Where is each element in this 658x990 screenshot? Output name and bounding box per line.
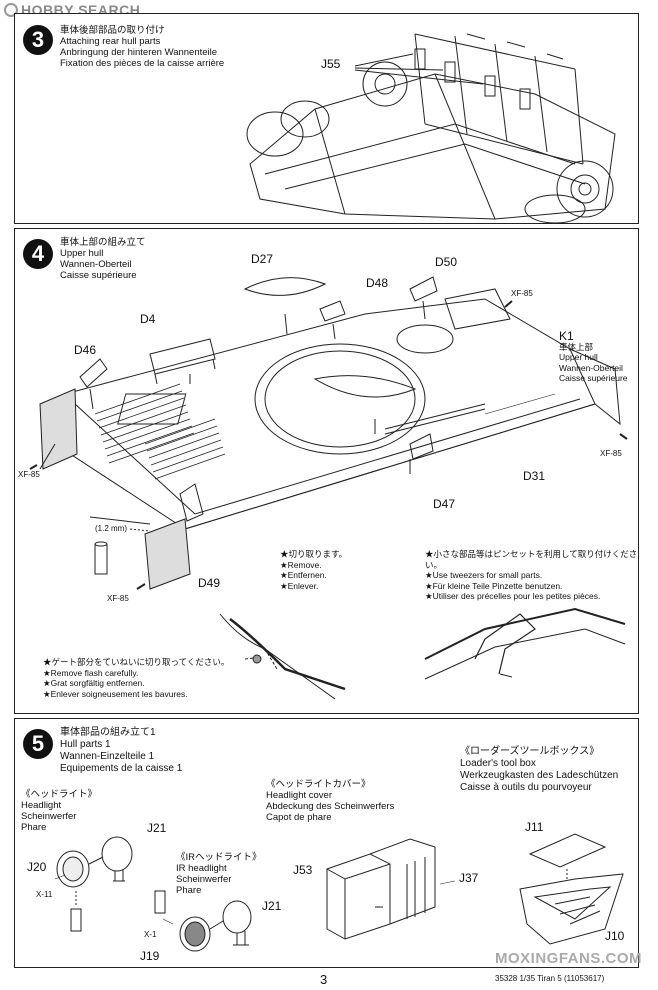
step-5-number: 5 (23, 729, 53, 759)
k1-label-jp: 車体上部 (559, 341, 594, 352)
step-4-panel: 4 車体上部の組み立て Upper hull Wannen-Oberteil C… (14, 228, 639, 714)
ir-headlight-jp: 《IRヘッドライト》 (176, 852, 262, 863)
note-remove-fr: ★Enlever. (280, 580, 319, 591)
headlight-de: Scheinwerfer (21, 811, 77, 822)
part-label-j21-a: J21 (147, 821, 167, 835)
headlight-cover-de: Abdeckung des Scheinwerfers (266, 801, 395, 812)
part-label-d46: D46 (74, 343, 97, 357)
note-tweezers-en: ★Use tweezers for small parts. (425, 570, 543, 580)
step-5-title-jp: 車体部品の組み立て1 (60, 727, 156, 738)
step-4-title-fr: Caisse supérieure (60, 270, 137, 281)
part-label-d50: D50 (435, 255, 458, 269)
k1-label-de: Wannen-Oberteil (559, 362, 623, 373)
measure-value: 1.2 mm (97, 524, 125, 533)
headlight-fr: Phare (21, 822, 47, 833)
step-5-heading: 車体部品の組み立て1 Hull parts 1 Wannen-Einzeltei… (60, 727, 182, 775)
note-flash-jp: ★ゲート部分をていねいに切り取ってください。 (43, 657, 230, 667)
paint-xf85-b: XF-85 (18, 470, 40, 479)
step-3-title-en: Attaching rear hull parts (60, 36, 161, 47)
part-label-j11: J11 (525, 820, 544, 834)
step-4-title-en: Upper hull (60, 248, 104, 259)
part-label-j19: J19 (140, 949, 160, 963)
k1-label-en: Upper hull (559, 352, 598, 362)
headlight-cover-heading: 《ヘッドライトカバー》 Headlight cover Abdeckung de… (266, 779, 394, 823)
note-flash-fr: ★Enlever soigneusement les bavures. (43, 688, 188, 699)
part-label-j10: J10 (605, 929, 625, 943)
part-label-d4: D4 (140, 312, 156, 326)
headlight-cover-en: Headlight cover (266, 790, 333, 801)
loader-box-jp: 《ローダーズツールボックス》 (460, 746, 600, 757)
measure-label: (1.2 mm) (95, 524, 128, 533)
headlight-cover-fr: Capot de phare (266, 812, 332, 823)
ir-headlight-heading: 《IRヘッドライト》 IR headlight Scheinwerfer Pha… (176, 852, 262, 896)
step-5-title-fr: Equipements de la caisse 1 (60, 763, 183, 774)
note-flash: ★ゲート部分をていねいに切り取ってください。 ★Remove flash car… (43, 657, 229, 699)
paint-xf85-d: XF-85 (107, 594, 129, 603)
k1-label-fr: Caisse supérieure (559, 373, 628, 383)
headlight-heading: 《ヘッドライト》 Headlight Scheinwerfer Phare (21, 789, 97, 833)
loader-box-heading: 《ローダーズツールボックス》 Loader's tool box Werkzeu… (460, 746, 618, 794)
part-label-j53: J53 (293, 863, 313, 877)
hull-parts-drawing (54, 833, 624, 952)
ir-headlight-de: Scheinwerfer (176, 874, 232, 885)
step-3-title-fr: Fixation des pièces de la caisse arrière (60, 58, 225, 69)
note-tweezers-jp: ★小さな部品等はピンセットを利用して取り付けください。 (425, 549, 638, 570)
step-3-number: 3 (23, 25, 53, 55)
k1-callout: K1 車体上部 Upper hull Wannen-Oberteil Caiss… (559, 329, 628, 384)
kit-code: 35328 1/35 Tiran 5 (11053617) (495, 974, 605, 983)
step-4-number: 4 (23, 239, 53, 269)
note-flash-en: ★Remove flash carefully. (43, 667, 139, 678)
step-5-panel: 5 車体部品の組み立て1 Hull parts 1 Wannen-Einzelt… (14, 718, 639, 968)
part-label-j21-b: J21 (262, 899, 282, 913)
loader-box-de: Werkzeugkasten des Ladeschützen (460, 770, 619, 781)
step-5-title-de: Wannen-Einzelteile 1 (60, 751, 155, 762)
step-3-title-jp: 車体後部部品の取り付け (60, 25, 165, 36)
step-4-title-de: Wannen-Oberteil (60, 259, 132, 270)
note-remove-jp: ★切り取ります。 (280, 549, 348, 559)
rear-hull-drawing (246, 33, 616, 224)
note-remove-de: ★Entfernen. (280, 570, 327, 580)
note-remove-en: ★Remove. (280, 559, 322, 570)
step-4-heading: 車体上部の組み立て Upper hull Wannen-Oberteil Cai… (60, 237, 146, 281)
note-flash-de: ★Grat sorgfältig entfernen. (43, 678, 145, 688)
moxingfans-watermark: MOXINGFANS.COM (495, 950, 643, 967)
note-tweezers-de: ★Für kleine Teile Pinzette benutzen. (425, 580, 563, 591)
headlight-jp: 《ヘッドライト》 (21, 789, 98, 800)
part-label-d27: D27 (251, 252, 274, 266)
note-tweezers: ★小さな部品等はピンセットを利用して取り付けください。 ★Use tweezer… (425, 549, 638, 602)
loader-box-en: Loader's tool box (460, 758, 536, 769)
step-3-title-de: Anbringung der hinteren Wannenteile (60, 47, 218, 58)
watermark-logo-icon (4, 3, 18, 17)
upper-hull-drawing (29, 276, 628, 700)
headlight-cover-jp: 《ヘッドライトカバー》 (266, 779, 371, 790)
ir-headlight-fr: Phare (176, 885, 202, 896)
part-label-d49: D49 (198, 576, 221, 590)
part-label-k1: K1 (559, 329, 574, 343)
loader-box-fr: Caisse à outils du pourvoyeur (460, 782, 592, 793)
part-label-x11: X-11 (36, 890, 53, 899)
part-label-j37: J37 (459, 871, 479, 885)
part-label-j20: J20 (27, 860, 47, 874)
note-tweezers-fr: ★Utiliser des précelles pour les petites… (425, 591, 601, 601)
step-4-title-jp: 車体上部の組み立て (60, 237, 146, 248)
step-3-panel: 3 車体後部部品の取り付け Attaching rear hull parts … (14, 13, 639, 224)
headlight-en: Headlight (21, 800, 62, 811)
paint-xf85-c: XF-85 (600, 449, 622, 458)
page-number: 3 (320, 972, 328, 987)
note-remove: ★切り取ります。 ★Remove. ★Entfernen. ★Enlever. (280, 549, 347, 591)
step-5-title-en: Hull parts 1 (60, 739, 111, 750)
part-label-d48: D48 (366, 276, 389, 290)
part-label-d47: D47 (433, 497, 456, 511)
step-3-heading: 車体後部部品の取り付け Attaching rear hull parts An… (60, 25, 224, 69)
part-label-j55: J55 (321, 57, 341, 71)
ir-headlight-en: IR headlight (176, 863, 227, 874)
part-label-x1: X-1 (144, 930, 157, 939)
paint-xf85-a: XF-85 (511, 289, 533, 298)
part-label-d31: D31 (523, 469, 546, 483)
